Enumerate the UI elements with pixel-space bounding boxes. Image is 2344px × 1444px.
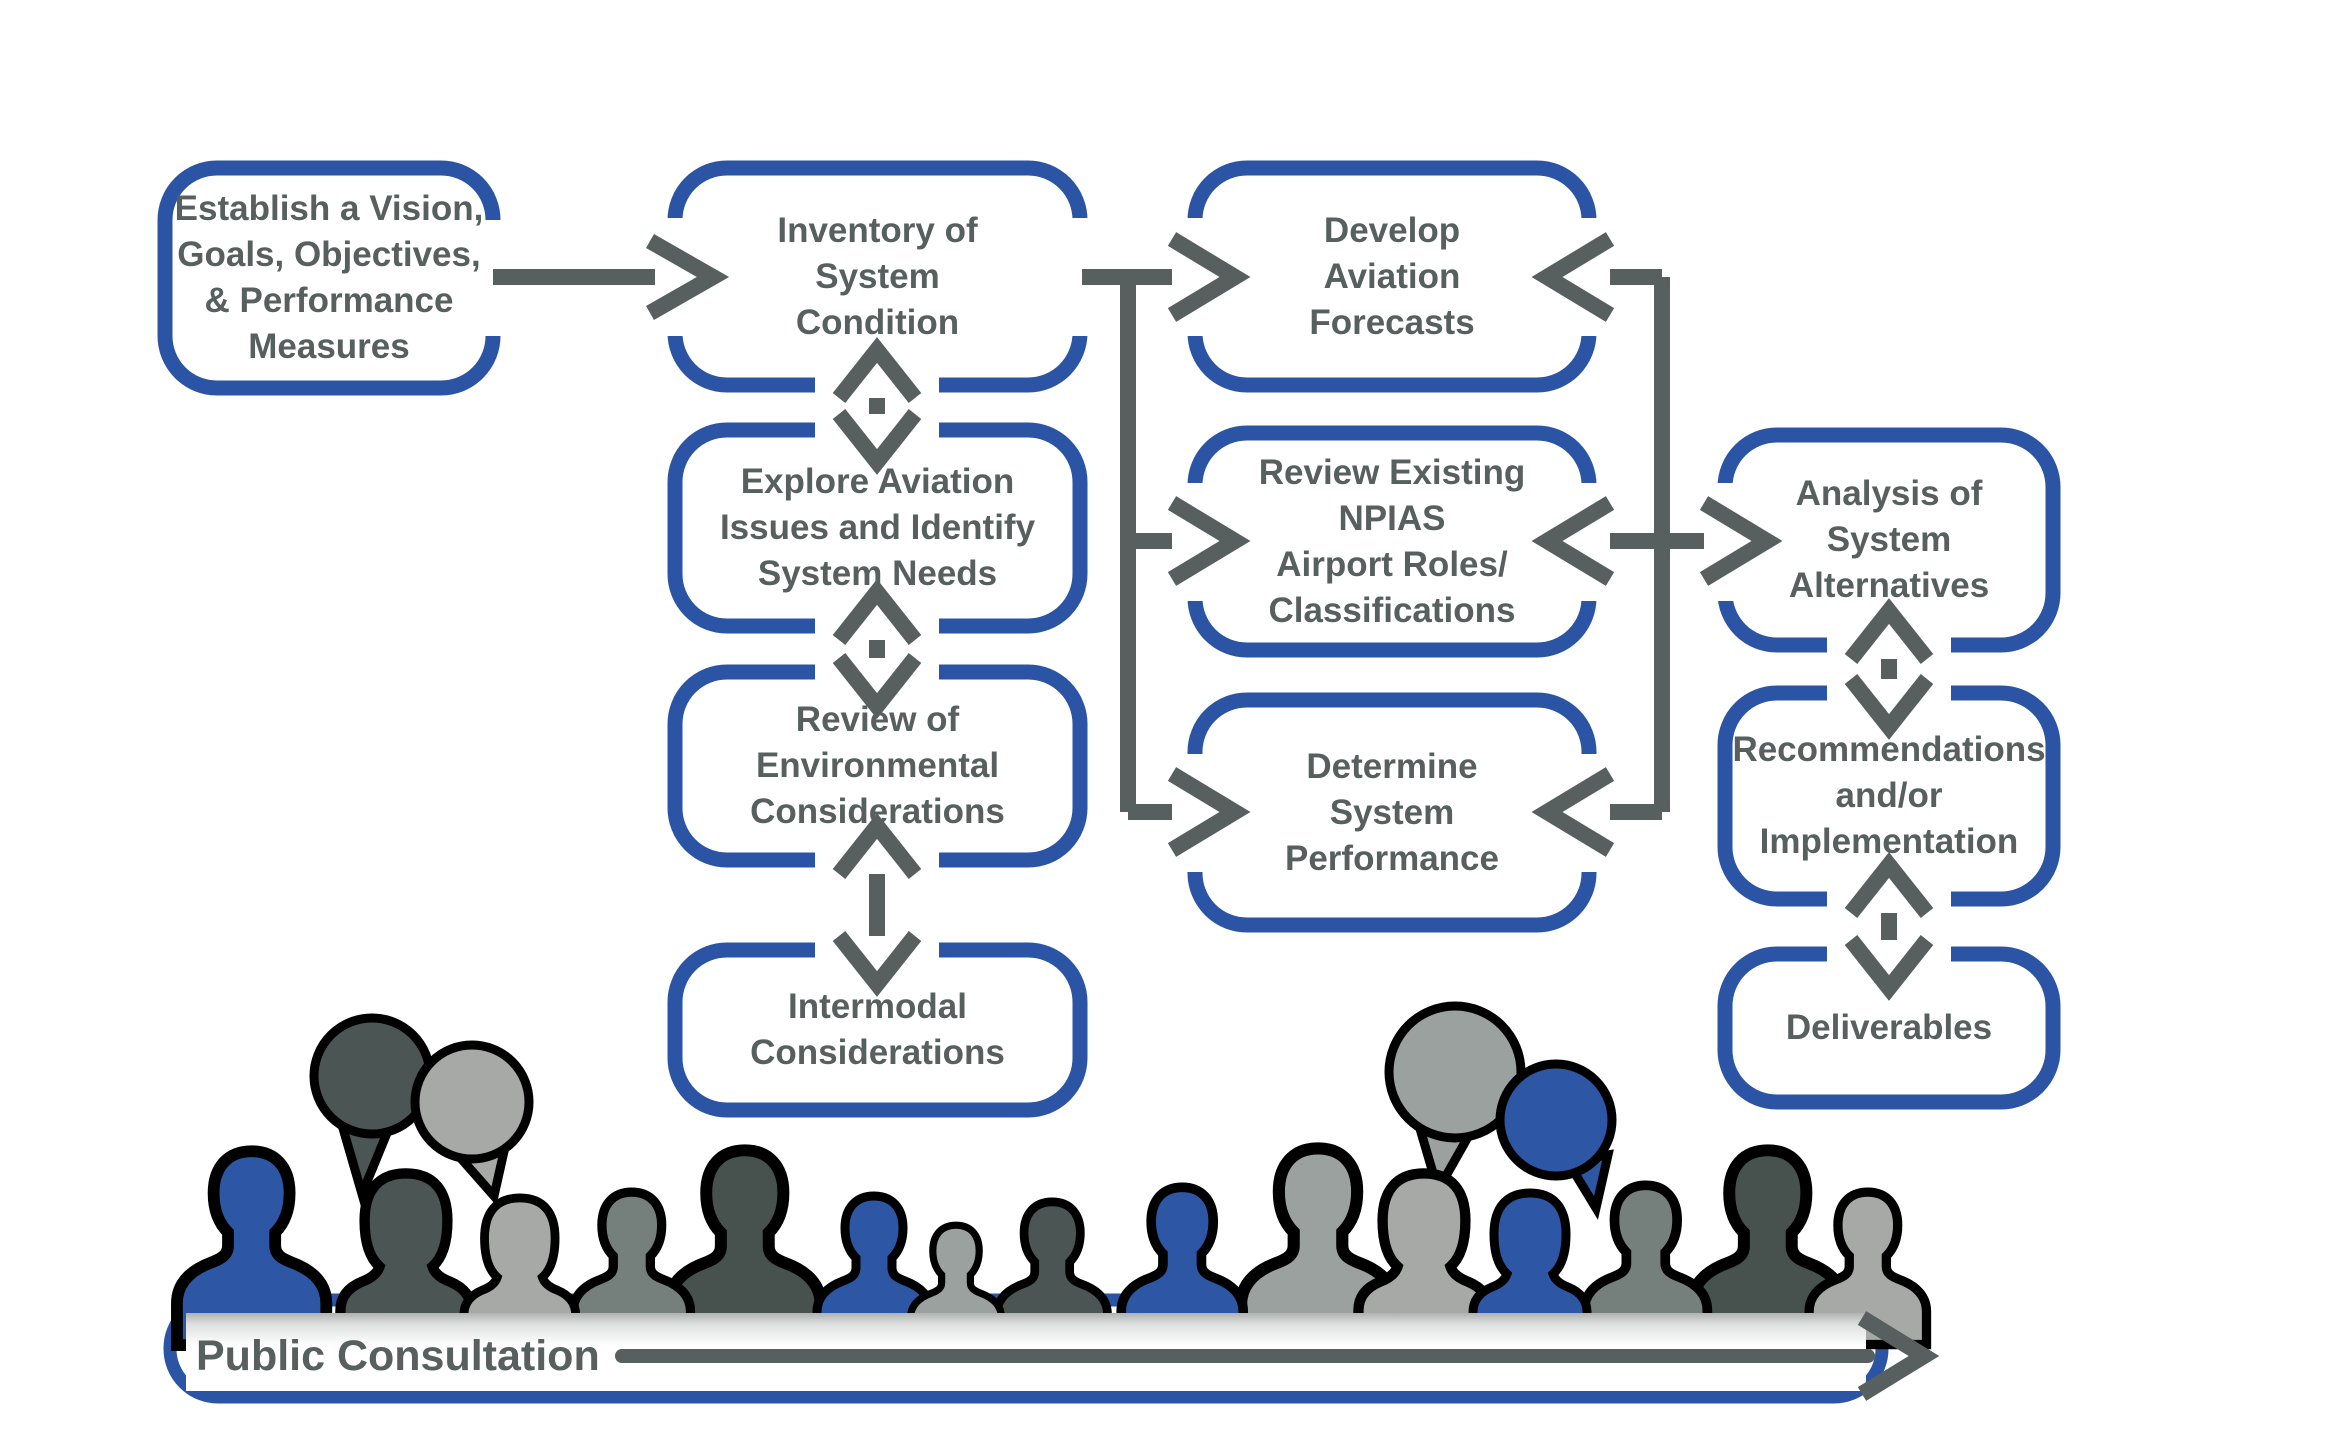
- connector-right-trunk: [1610, 269, 1704, 820]
- speech-bubble-icon-dark: [309, 1013, 435, 1208]
- double-arrow-analysis-recommendations: [1844, 598, 1934, 740]
- arrowhead-into-npias: [1167, 496, 1251, 586]
- arrowhead-back-develop: [1531, 232, 1615, 322]
- arrowhead-back-determine: [1531, 767, 1615, 857]
- speech-bubble-icon-light: [410, 1040, 534, 1206]
- speech-bubble-icon-silver: [1384, 1001, 1526, 1202]
- double-arrow-explore-environmental: [832, 579, 922, 719]
- arrowhead-into-develop: [1167, 232, 1251, 322]
- double-arrow-inventory-explore: [832, 337, 922, 475]
- speech-bubble-icon-blue: [1495, 1059, 1617, 1220]
- connectors: [493, 232, 1934, 1001]
- speech-bubbles: [309, 1001, 1617, 1220]
- box-develop-border: [1187, 160, 1597, 393]
- flow-box-borders: [157, 160, 2061, 1118]
- connector-left-trunk: [1082, 269, 1172, 820]
- box-establish-border: [157, 160, 501, 396]
- box-npias-border: [1187, 425, 1597, 658]
- double-arrow-environmental-intermodal: [832, 813, 922, 997]
- public-consultation-arrow: [615, 1311, 1940, 1401]
- box-determine-border: [1187, 692, 1597, 933]
- public-consultation-label: Public Consultation: [196, 1331, 600, 1380]
- double-arrow-recommendations-deliverables: [1844, 852, 1934, 1001]
- arrowhead-back-npias: [1531, 496, 1615, 586]
- arrowhead-into-analysis: [1699, 496, 1783, 586]
- arrowhead-into-inventory: [646, 234, 730, 320]
- arrowhead-into-determine: [1167, 767, 1251, 857]
